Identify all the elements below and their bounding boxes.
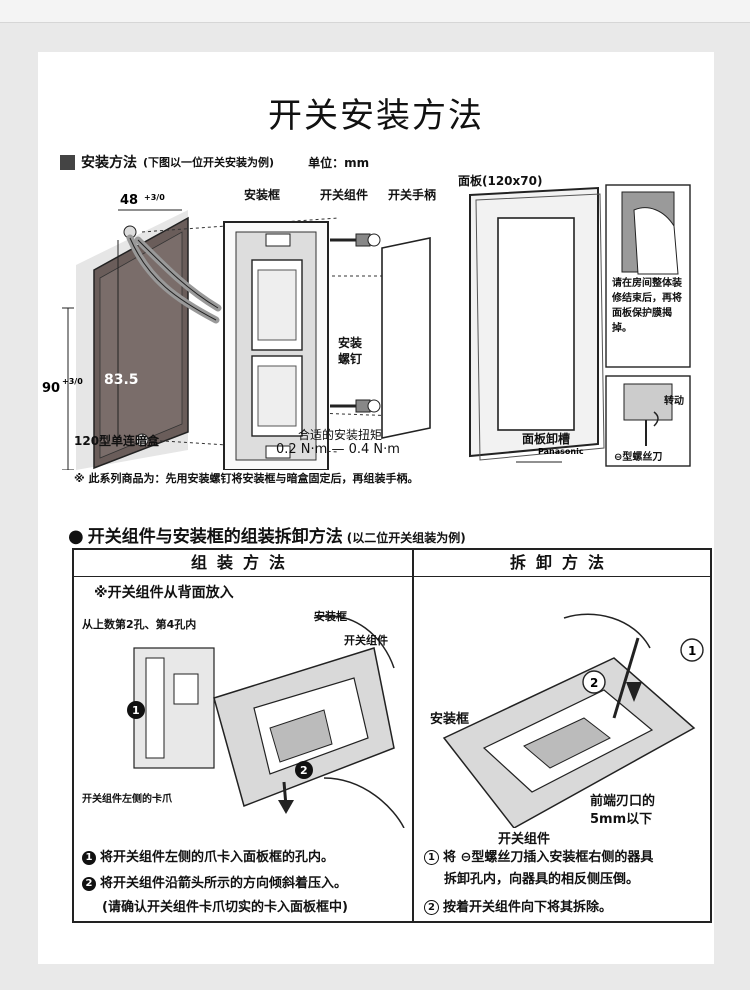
instruction-card: 开关安装方法 安装方法 (下图以一位开关安装为例) 单位：mm	[38, 52, 714, 964]
switch-handle	[381, 237, 431, 439]
step2-icon: 2	[424, 900, 439, 915]
column-divider	[412, 550, 414, 921]
assembly-illustration: 1 2	[127, 615, 405, 828]
assembly-step2: 2 将开关组件沿箭头所示的方向倾斜着压入。	[82, 872, 347, 891]
height-dimension: 90	[42, 381, 60, 396]
screw-icon	[330, 233, 381, 413]
svg-text:1: 1	[688, 644, 696, 658]
arrow-icon	[626, 682, 642, 702]
disassembly-step1-cont: 拆卸孔内，向器具的相反侧压倒。	[444, 872, 640, 887]
assembly-header: 组装方法	[74, 550, 412, 577]
installation-diagram: 48 +3/0 90 +3/0 83.5	[42, 184, 691, 470]
step1-marker	[127, 701, 145, 719]
bullet-icon: ●	[68, 526, 84, 547]
disassembly-module-label: 开关组件	[498, 832, 551, 847]
unit-label: 单位：mm	[308, 155, 370, 170]
assembly-caption: ※开关组件从背面放入	[94, 585, 234, 601]
section1-subtitle: (下图以一位开关安装为例)	[143, 156, 275, 169]
step1-icon: 1	[82, 851, 96, 865]
screwdriver-label: ⊖型螺丝刀	[614, 452, 663, 463]
screwdriver-box	[605, 375, 691, 467]
disassembly-step2: 2 按着开关组件向下将其拆除。	[424, 896, 612, 915]
blade-label: 前端刃口的	[590, 794, 656, 809]
hand-icon	[563, 613, 651, 649]
brand-mark: Panasonic	[538, 447, 584, 456]
section2-title: 开关组件与安装框的组装拆卸方法	[87, 527, 343, 547]
step2-marker	[295, 761, 313, 779]
dimension-lines	[62, 209, 182, 470]
torque-title: 合适的安装扭矩	[298, 428, 383, 442]
handle-label: 开关手柄	[388, 188, 437, 202]
top-strip	[0, 0, 750, 23]
claw-label: 开关组件左侧的卡爪	[82, 794, 172, 805]
hand-icon	[313, 615, 395, 669]
screwdriver-icon	[612, 637, 640, 719]
disassembly-illustration: 1 2	[442, 613, 704, 828]
assembly-step2-text: 将开关组件沿箭头所示的方向倾斜着压入。	[100, 876, 348, 891]
svg-text:1: 1	[132, 704, 140, 717]
section2-heading: ● 开关组件与安装框的组装拆卸方法 (以二位开关组装为例)	[68, 522, 466, 547]
step1-icon: 1	[424, 850, 439, 865]
rotate-label: 转动	[664, 396, 684, 407]
series-note: ※ 此系列商品为：先用安装螺钉将安装框与暗盒固定后，再组装手柄。	[74, 472, 419, 485]
section1-heading: 安装方法 (下图以一位开关安装为例) 单位：mm	[60, 152, 369, 172]
method-table: 组装方法 拆卸方法 1 2 ※开关组件从背面放入 从上数第2孔、第4孔内 安装框…	[72, 548, 712, 923]
disassembly-step1: 1 将 ⊖型螺丝刀插入安装框右侧的器具	[424, 846, 653, 865]
switch-module-label: 开关组件	[320, 188, 369, 202]
torque-value: 0.2 N·m — 0.4 N·m	[276, 442, 400, 457]
mounting-frame	[223, 221, 329, 470]
assembly-step2-note: (请确认开关组件卡爪切实的卡入面板框中)	[102, 900, 348, 915]
frame-label: 安装框	[244, 188, 281, 202]
assembly-module-label: 开关组件	[344, 634, 388, 647]
width-tolerance: +3/0	[144, 193, 165, 202]
section2-subtitle: (以二位开关组装为例)	[346, 531, 466, 545]
blade-size-label: 5mm以下	[590, 812, 653, 827]
height-tolerance: +3/0	[62, 377, 83, 386]
section1-title: 安装方法	[81, 155, 137, 171]
page-title: 开关安装方法	[268, 96, 484, 136]
pitch-dimension: 83.5	[104, 372, 139, 388]
assembly-frame-label: 安装框	[314, 610, 347, 623]
face-panel: Panasonic	[469, 186, 605, 463]
svg-text:2: 2	[300, 764, 308, 777]
holes-label: 从上数第2孔、第4孔内	[82, 618, 197, 631]
panel-label: 面板(120x70)	[458, 174, 543, 188]
arrow-icon	[653, 411, 659, 427]
svg-text:2: 2	[590, 676, 598, 690]
disassembly-header: 拆卸方法	[414, 550, 710, 577]
hand-icon	[633, 207, 679, 275]
screw-label: 安装螺钉	[338, 336, 363, 366]
step2-icon: 2	[82, 877, 96, 891]
disassembly-step1-text: 将 ⊖型螺丝刀插入安装框右侧的器具	[443, 850, 654, 865]
disassembly-step2-text: 按着开关组件向下将其拆除。	[443, 900, 613, 915]
step2-marker	[582, 670, 606, 694]
disassembly-frame-label: 安装框	[430, 712, 470, 727]
section-square-icon	[60, 154, 75, 170]
panel-slot-label: 面板卸槽	[522, 432, 571, 446]
box-label: 120型单连暗盒	[74, 434, 160, 448]
assembly-step1-text: 将开关组件左侧的爪卡入面板框的孔内。	[100, 850, 335, 865]
film-note-box	[605, 184, 691, 368]
assembly-step1: 1 将开关组件左侧的爪卡入面板框的孔内。	[82, 846, 334, 865]
film-note: 请在房间整体装修结束后，再将面板保护膜揭掉。	[612, 278, 682, 334]
width-dimension: 48	[120, 193, 138, 208]
step1-marker	[680, 638, 704, 662]
